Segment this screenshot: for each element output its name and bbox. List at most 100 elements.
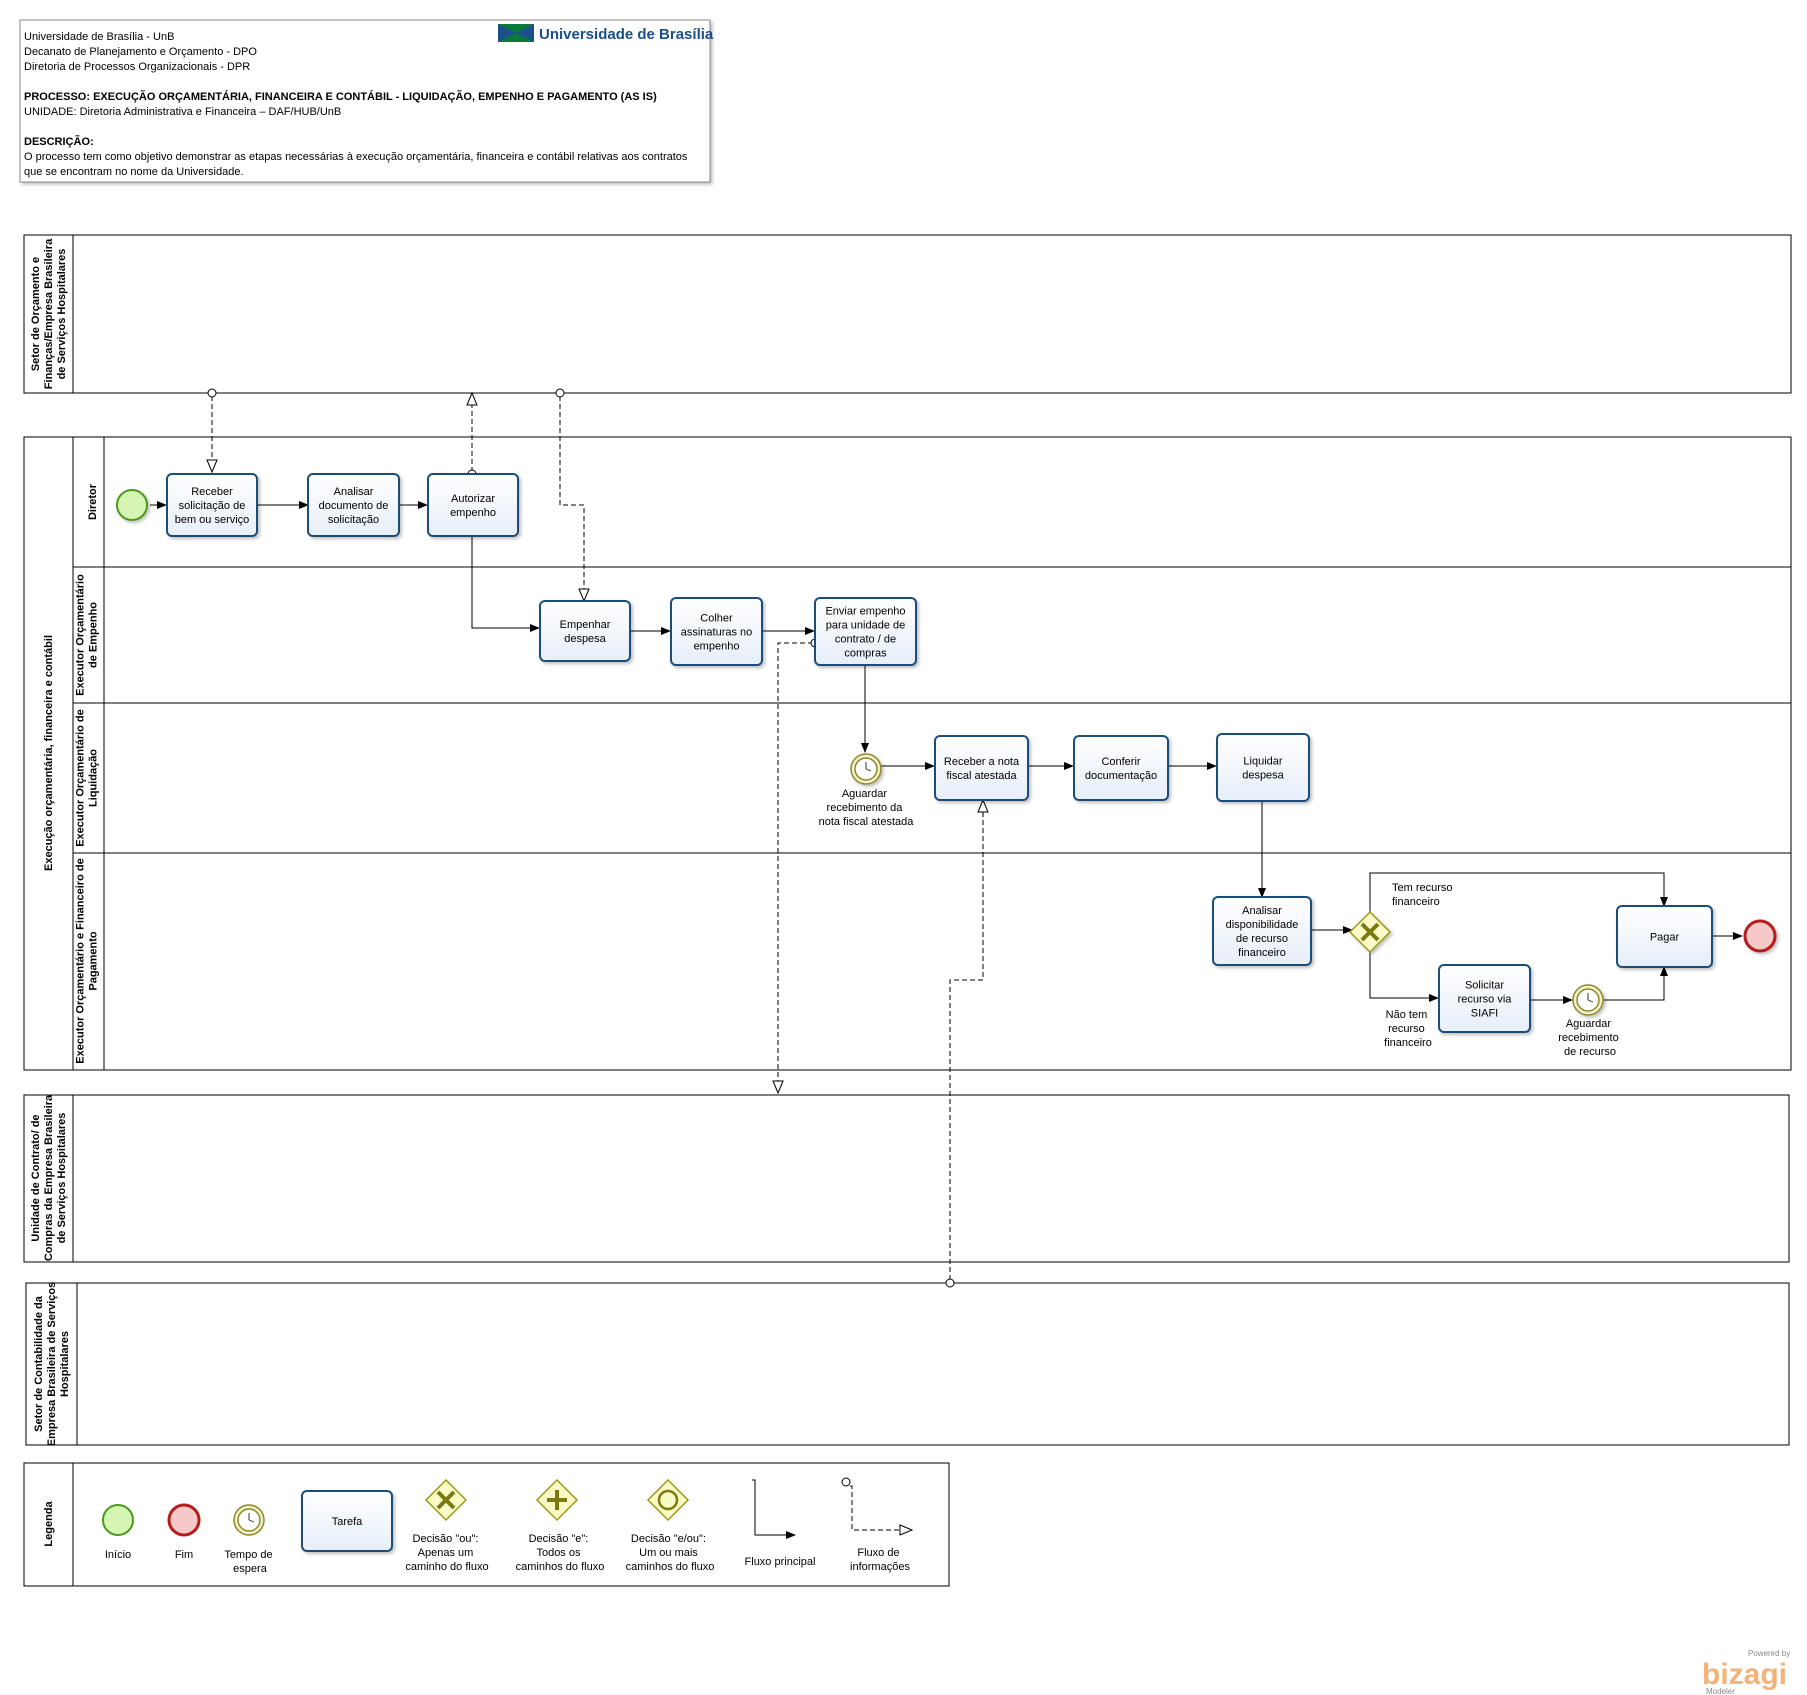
start-event[interactable] <box>116 489 148 521</box>
legend-label-fluxo-principal: Fluxo principal <box>745 1556 816 1568</box>
legend-gateway-xor-icon <box>424 1478 468 1522</box>
legend-info-flow-icon <box>841 1477 912 1530</box>
legend-main-flow-icon <box>752 1479 796 1539</box>
timer-event-aguardar-nota[interactable] <box>850 753 882 785</box>
information-flows <box>212 393 983 1280</box>
info-origin-1 <box>207 388 217 398</box>
flow-aguardar-recurso-to-pagar <box>1604 966 1668 1001</box>
legend-timer-icon <box>233 1504 265 1536</box>
task-box[interactable] <box>1616 905 1713 968</box>
info-flow-contabilidade-to-receber-nota <box>949 800 983 1280</box>
task-box[interactable] <box>427 473 519 537</box>
legend-label-decisao-ou: Decisão "ou": Apenas um caminho do fluxo <box>405 1533 488 1573</box>
task-label: Pagar <box>1650 932 1680 944</box>
legend-label-tempo: Tempo de espera <box>224 1549 275 1575</box>
label-aguardar-recurso: Aguardar recebimento de recurso <box>1558 1018 1622 1058</box>
task-box[interactable] <box>814 597 917 666</box>
header-desc-line-2: que se encontram no nome da Universidade… <box>24 166 244 178</box>
legend-items <box>102 1477 912 1552</box>
legend-label-decisao-eou: Decisão "e/ou": Um ou mais caminhos do f… <box>626 1533 715 1573</box>
task-box[interactable] <box>539 600 631 662</box>
pool-setor-contabilidade: Setor de Contabilidade daEmpresa Brasile… <box>25 1282 1790 1446</box>
lane-title-empenho: Executor Orçamentáriode Empenho <box>75 574 100 696</box>
info-flow-orc-to-empenhar <box>559 396 584 601</box>
header-line-1: Universidade de Brasília - UnB <box>24 31 174 43</box>
end-event[interactable] <box>1743 919 1777 953</box>
header-desc-title: DESCRIÇÃO: <box>24 135 94 148</box>
flow-gateway-nao-tem-recurso <box>1369 948 1439 1002</box>
pool-title-setor-contabilidade: Setor de Contabilidade daEmpresa Brasile… <box>33 1282 71 1446</box>
task-box[interactable] <box>1073 735 1169 801</box>
logo-text: Universidade de Brasília <box>539 26 714 43</box>
pool-setor-orcamento: Setor de Orçamento eFinanças/Empresa Bra… <box>23 234 1792 394</box>
legend-label-inicio: Início <box>105 1549 131 1561</box>
task-box[interactable] <box>166 473 258 537</box>
legend-gateway-and-icon <box>535 1478 579 1522</box>
label-nao-tem-recurso: Não tem recurso financeiro <box>1384 1009 1432 1049</box>
legend-label-tarefa: Tarefa <box>332 1516 363 1528</box>
lane-title-diretor: Diretor <box>87 483 99 520</box>
legend-label-fim: Fim <box>175 1549 193 1561</box>
task-box[interactable] <box>1438 964 1531 1033</box>
unb-logo-icon <box>498 24 534 42</box>
info-origin-3 <box>555 388 565 398</box>
legend-label-decisao-e: Decisão "e": Todos os caminhos do fluxo <box>516 1533 605 1573</box>
task-box[interactable] <box>1216 733 1310 802</box>
task-box[interactable] <box>934 735 1029 801</box>
lane-title-pagamento: Executor Orçamentário e Financeiro dePag… <box>75 858 100 1063</box>
pool-title-execucao: Execução orçamentária, financeira e cont… <box>43 635 55 871</box>
info-origin-5 <box>945 1278 955 1288</box>
footer-brand: bizagi <box>1702 1658 1787 1691</box>
legend-label-fluxo-info: Fluxo de informações <box>850 1547 910 1573</box>
pool-title-legenda: Legenda <box>43 1501 55 1547</box>
pool-title-unidade-contrato: Unidade de Contrato/ deCompras da Empres… <box>30 1094 68 1261</box>
header-process: PROCESSO: EXECUÇÃO ORÇAMENTÁRIA, FINANCE… <box>24 90 657 103</box>
label-aguardar-nota: Aguardar recebimento da nota fiscal ates… <box>819 788 915 828</box>
header-box: Universidade de Brasília - UnB Decanato … <box>19 19 714 183</box>
pool-title-setor-orcamento: Setor de Orçamento eFinanças/Empresa Bra… <box>30 238 68 389</box>
task-box[interactable] <box>307 473 400 537</box>
task-box[interactable] <box>1212 896 1312 966</box>
timer-event-aguardar-recurso[interactable] <box>1572 984 1604 1016</box>
header-line-2: Decanato de Planejamento e Orçamento - D… <box>24 46 257 58</box>
flow-autorizar-to-empenhar <box>471 536 540 632</box>
header-unit: UNIDADE: Diretoria Administrativa e Fina… <box>24 106 341 118</box>
legend-labels: Início Fim Tempo de espera Tarefa Decisã… <box>105 1516 911 1575</box>
legend-gateway-or-icon <box>646 1478 690 1522</box>
label-tem-recurso: Tem recurso financeiro <box>1392 882 1456 908</box>
bizagi-footer: Powered by bizagi Modeler <box>1702 1649 1790 1695</box>
lane-title-liquidacao: Executor Orçamentário deLiquidação <box>75 709 100 847</box>
sequence-flows <box>150 501 1743 1004</box>
header-line-3: Diretoria de Processos Organizacionais -… <box>24 61 250 73</box>
flow-gateway-tem-recurso <box>1369 872 1668 912</box>
exclusive-gateway[interactable] <box>1348 910 1392 954</box>
task-box[interactable] <box>670 597 763 666</box>
task-pagar[interactable]: Pagar <box>1616 905 1713 968</box>
legend-start-icon <box>102 1504 134 1536</box>
legend-end-icon <box>167 1503 201 1537</box>
